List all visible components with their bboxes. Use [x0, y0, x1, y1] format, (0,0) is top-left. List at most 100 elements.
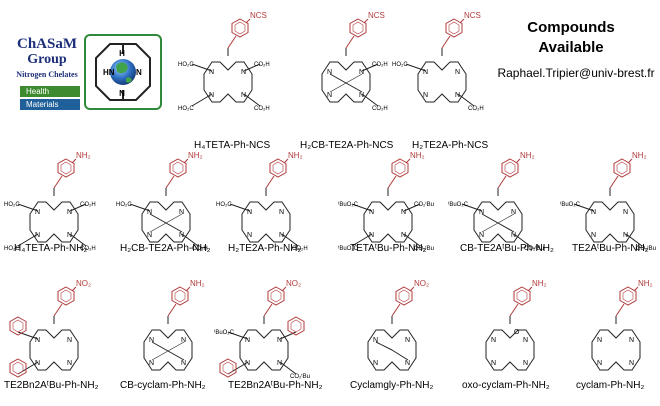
compound-name-11: CB-cyclam-Ph-NH₂ — [120, 380, 206, 391]
pendant-arm-label: CO₂ᵗBu — [414, 201, 434, 208]
pendant-arm-label: ᵗBuO₂C — [214, 329, 235, 336]
svg-text:N: N — [405, 337, 410, 344]
svg-text:N: N — [597, 337, 602, 344]
substituent-label: NCS — [250, 11, 267, 20]
svg-text:N: N — [591, 232, 596, 239]
svg-text:N: N — [67, 209, 72, 216]
pendant-arm-label: CO₂H — [80, 246, 96, 252]
substituent-label: NH₂ — [638, 279, 653, 288]
svg-text:N: N — [136, 68, 142, 77]
svg-text:N: N — [67, 232, 72, 239]
svg-text:N: N — [479, 209, 484, 216]
svg-text:N: N — [401, 232, 406, 239]
compound-name-8: CB-TE2AᵗBu-Ph-NH₂ — [460, 243, 554, 254]
substituent-label: NO₂ — [414, 279, 429, 288]
compound-name-2: H₂CB-TE2A-Ph-NCS — [300, 140, 394, 151]
svg-text:N: N — [181, 337, 186, 344]
svg-text:N: N — [405, 360, 410, 367]
heading-line-1: Compounds — [527, 19, 615, 36]
heading-line-2: Available — [538, 39, 604, 56]
compound-name-9: TE2AᵗBu-Ph-NH₂ — [572, 243, 649, 254]
svg-text:N: N — [359, 92, 364, 99]
svg-text:N: N — [277, 360, 282, 367]
pendant-arm-label: ᵗBuO₂C — [338, 201, 359, 208]
compound-name-14: oxo-cyclam-Ph-NH₂ — [462, 380, 550, 391]
phenyl-ring — [57, 286, 75, 306]
compound-name-13: Cyclamgly-Ph-NH₂ — [350, 380, 434, 391]
svg-text:N: N — [401, 209, 406, 216]
svg-text:HN: HN — [103, 68, 115, 77]
pendant-arm-label: HO₂C — [178, 62, 194, 68]
oxo-label: O — [514, 329, 520, 336]
svg-text:N: N — [67, 360, 72, 367]
svg-text:N: N — [147, 232, 152, 239]
svg-text:N: N — [35, 232, 40, 239]
substituent-label: NH₂ — [188, 151, 203, 160]
benzyl-ring — [9, 316, 27, 336]
substituent-label: NCS — [464, 11, 481, 20]
svg-text:H: H — [119, 49, 125, 58]
phenyl-ring — [231, 18, 249, 38]
phenyl-ring — [445, 18, 463, 38]
compound-name-3: H₂TE2A-Ph-NCS — [412, 140, 489, 151]
group-logo: H HN N N — [84, 34, 162, 110]
svg-text:N: N — [623, 209, 628, 216]
pendant-arm-label: CO₂H — [80, 202, 96, 208]
pendant-arm-label: CO₂H — [468, 106, 484, 112]
phenyl-ring — [501, 158, 519, 178]
phenyl-ring — [269, 158, 287, 178]
svg-text:N: N — [147, 209, 152, 216]
substituent-label: NH₂ — [520, 151, 535, 160]
phenyl-ring — [169, 158, 187, 178]
pendant-arm-label: CO₂H — [254, 62, 270, 68]
svg-text:N: N — [245, 360, 250, 367]
pendant-arm-label: CO₂H — [372, 62, 388, 68]
tag-materials: Materials — [20, 99, 80, 110]
svg-text:N: N — [179, 232, 184, 239]
brand-name: ChASaM — [16, 36, 77, 52]
substituent-label: NH₂ — [632, 151, 647, 160]
compound-name-5: H₂CB-TE2A-Ph-NH₂ — [120, 243, 211, 254]
compound-name-15: cyclam-Ph-NH₂ — [576, 380, 645, 391]
svg-text:N: N — [455, 69, 460, 76]
phenyl-ring — [613, 158, 631, 178]
svg-text:N: N — [373, 360, 378, 367]
contact-email-link[interactable]: Raphael.Tripier@univ-brest.fr — [497, 66, 655, 80]
pendant-arm-label: CO₂ᵗBu — [290, 373, 310, 380]
phenyl-ring — [171, 286, 189, 306]
compound-name-12: TE2Bn2AᵗBu-Ph-NH₂ — [228, 380, 323, 391]
svg-text:N: N — [181, 360, 186, 367]
svg-text:N: N — [149, 360, 154, 367]
svg-text:N: N — [629, 337, 634, 344]
pendant-arm-label: HO₂C — [116, 202, 132, 208]
pendant-arm-label: CO₂H — [292, 246, 308, 252]
compound-name-7: TETAᵗBu-Ph-NH₂ — [350, 243, 427, 254]
substituent-label: NH₂ — [190, 279, 205, 288]
svg-text:N: N — [597, 360, 602, 367]
phenyl-ring — [349, 18, 367, 38]
svg-text:N: N — [119, 89, 125, 98]
phenyl-ring — [267, 286, 285, 306]
benzyl-ring — [219, 358, 237, 378]
svg-text:N: N — [209, 92, 214, 99]
svg-text:N: N — [359, 69, 364, 76]
pendant-arm-label: HO₂C — [4, 202, 20, 208]
svg-text:N: N — [327, 69, 332, 76]
